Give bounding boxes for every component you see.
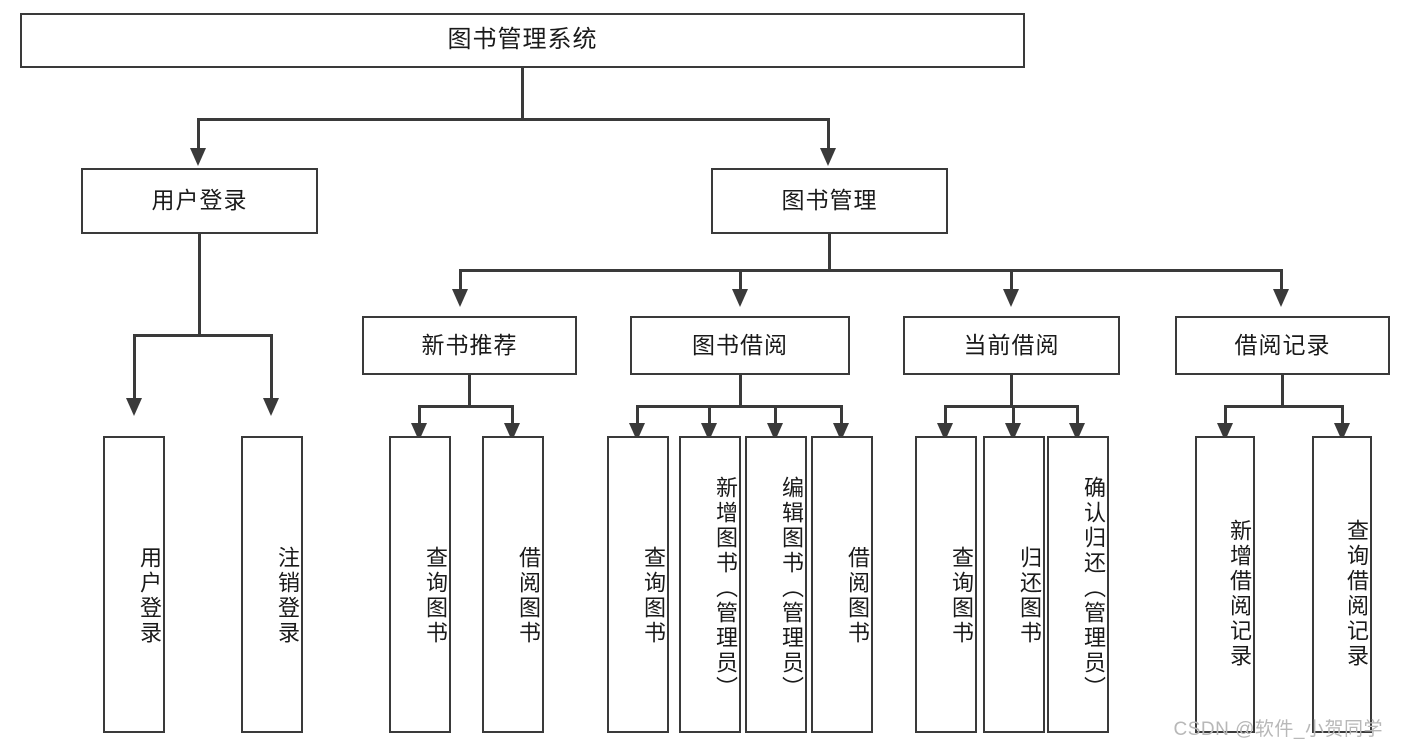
edge-br-bar (1224, 405, 1343, 408)
node-user-login[interactable]: 用户登录 (81, 168, 318, 234)
edge-bm-drop-borrow-record (1280, 269, 1283, 291)
edge-book-management-stem (828, 234, 831, 272)
edge-root-to-user-login (197, 118, 200, 150)
node-root-system[interactable]: 图书管理系统 (20, 13, 1025, 68)
edge-user-login-drop-1 (133, 334, 136, 400)
edge-root-bar (197, 118, 829, 121)
arrowhead-leaf-user-login (126, 398, 142, 416)
edge-bb-drop-2 (708, 405, 711, 427)
edge-nbr-bar (418, 405, 514, 408)
leaf-user-login[interactable]: 用户登录 (103, 436, 165, 733)
edge-cb-stem (1010, 375, 1013, 408)
arrowhead-current-borrow (1003, 289, 1019, 307)
node-new-book-recommend[interactable]: 新书推荐 (362, 316, 577, 375)
edge-cb-drop-1 (944, 405, 947, 427)
arrowhead-new-book-recommend (452, 289, 468, 307)
node-book-management[interactable]: 图书管理 (711, 168, 948, 234)
leaf-borrow-book-2[interactable]: 借阅图书 (811, 436, 873, 733)
node-borrow-record[interactable]: 借阅记录 (1175, 316, 1390, 375)
edge-nbr-drop-1 (418, 405, 421, 427)
edge-user-login-stem (198, 234, 201, 336)
leaf-edit-book[interactable]: 编辑图书（管理员） (745, 436, 807, 733)
node-book-borrow[interactable]: 图书借阅 (630, 316, 850, 375)
edge-cb-drop-2 (1012, 405, 1015, 427)
edge-user-login-bar (133, 334, 273, 337)
edge-br-drop-2 (1341, 405, 1344, 427)
edge-bm-drop-current-borrow (1010, 269, 1013, 291)
edge-nbr-drop-2 (511, 405, 514, 427)
leaf-return-book[interactable]: 归还图书 (983, 436, 1045, 733)
leaf-confirm-return[interactable]: 确认归还（管理员） (1047, 436, 1109, 733)
arrowhead-user-login (190, 148, 206, 166)
edge-bm-drop-new-book (459, 269, 462, 291)
edge-cb-drop-3 (1076, 405, 1079, 427)
edge-user-login-drop-2 (270, 334, 273, 400)
edge-bb-drop-1 (636, 405, 639, 427)
edge-bb-stem (739, 375, 742, 408)
node-current-borrow[interactable]: 当前借阅 (903, 316, 1120, 375)
edge-root-stem (521, 68, 524, 120)
edge-bb-drop-4 (840, 405, 843, 427)
csdn-watermark: CSDN @软件_小贺同学 (1173, 719, 1383, 740)
edge-root-to-book-management (827, 118, 830, 150)
leaf-query-book-3[interactable]: 查询图书 (915, 436, 977, 733)
leaf-query-book-2[interactable]: 查询图书 (607, 436, 669, 733)
edge-cb-bar (944, 405, 1078, 408)
arrowhead-borrow-record (1273, 289, 1289, 307)
edge-br-drop-1 (1224, 405, 1227, 427)
leaf-logout-login[interactable]: 注销登录 (241, 436, 303, 733)
edge-nbr-stem (468, 375, 471, 408)
edge-bb-bar (636, 405, 842, 408)
edge-bb-drop-3 (774, 405, 777, 427)
edge-book-management-bar (459, 269, 1282, 272)
arrowhead-leaf-logout-login (263, 398, 279, 416)
leaf-query-book-1[interactable]: 查询图书 (389, 436, 451, 733)
arrowhead-book-management (820, 148, 836, 166)
leaf-add-record[interactable]: 新增借阅记录 (1195, 436, 1255, 733)
leaf-add-book[interactable]: 新增图书（管理员） (679, 436, 741, 733)
edge-bm-drop-book-borrow (739, 269, 742, 291)
leaf-query-record[interactable]: 查询借阅记录 (1312, 436, 1372, 733)
leaf-borrow-book-1[interactable]: 借阅图书 (482, 436, 544, 733)
edge-br-stem (1281, 375, 1284, 408)
arrowhead-book-borrow (732, 289, 748, 307)
